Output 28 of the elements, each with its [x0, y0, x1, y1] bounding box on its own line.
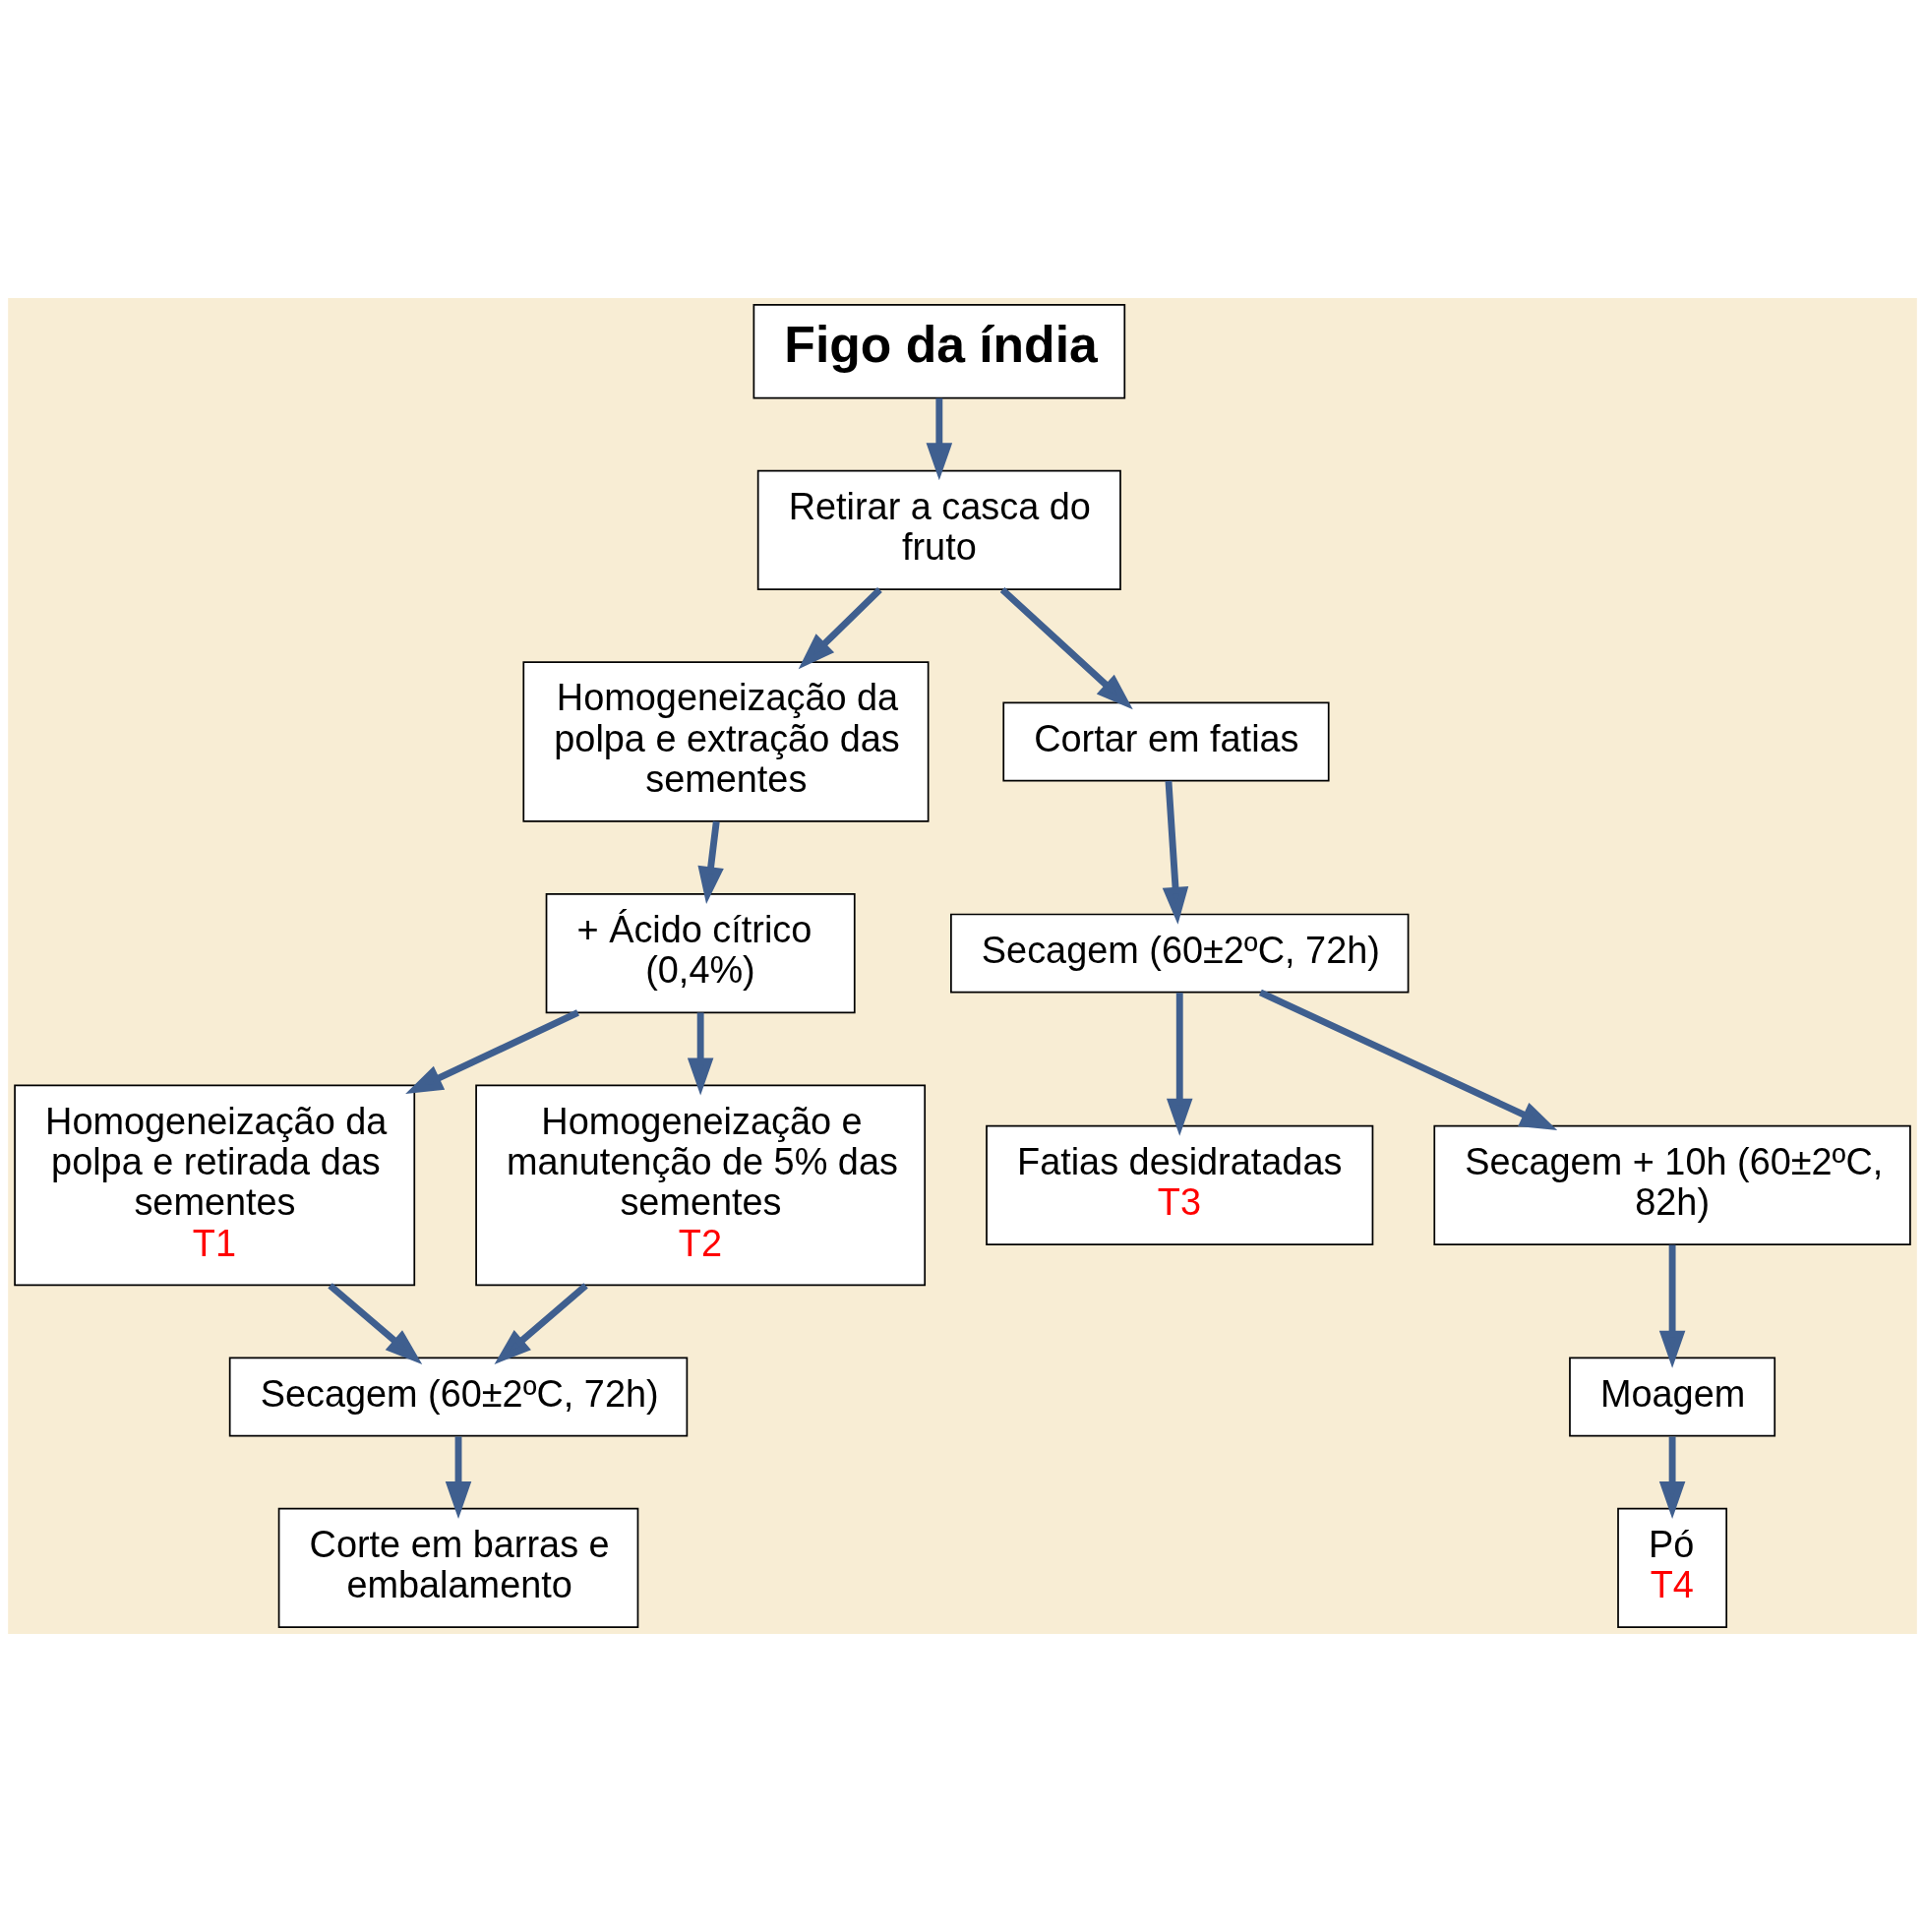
- arrow: [1658, 1244, 1686, 1368]
- node-box: Corte em barras e embalamento: [277, 1507, 639, 1628]
- arrow: [1162, 780, 1189, 925]
- arrow: [798, 587, 882, 670]
- arrow: [999, 586, 1133, 710]
- node-box: Homogeneização da polpa e retirada das sementes T1: [14, 1084, 416, 1287]
- arrow: [1658, 1436, 1686, 1519]
- node-box: Secagem + 10h (60±2ºC, 82h): [1433, 1124, 1911, 1245]
- arrow: [1258, 989, 1558, 1130]
- node-box: Secagem (60±2ºC, 72h): [950, 913, 1410, 994]
- node-box: + Ácido cítrico (0,4%): [545, 893, 856, 1014]
- node-box: Secagem (60±2ºC, 72h): [228, 1357, 689, 1437]
- node-box: Moagem: [1569, 1357, 1776, 1437]
- arrow: [445, 1436, 472, 1519]
- node-box: Pó T4: [1617, 1507, 1728, 1628]
- arrow: [405, 1009, 579, 1094]
- arrow: [926, 397, 953, 481]
- node-box: Homogeneização da polpa e extração das sementes: [522, 661, 930, 822]
- node-box: Fatias desidratadas T3: [986, 1124, 1374, 1245]
- arrow: [1166, 993, 1193, 1136]
- node-box: Homogeneização e manutenção de 5% das sementes T2: [475, 1084, 927, 1287]
- arrow: [328, 1283, 423, 1364]
- node-box: Figo da índia: [752, 304, 1126, 399]
- node-box: Cortar em fatias: [1002, 701, 1330, 782]
- node-box: Retirar a casca do fruto: [756, 469, 1121, 590]
- arrow: [697, 820, 724, 904]
- arrow: [687, 1012, 714, 1096]
- arrow: [494, 1283, 588, 1364]
